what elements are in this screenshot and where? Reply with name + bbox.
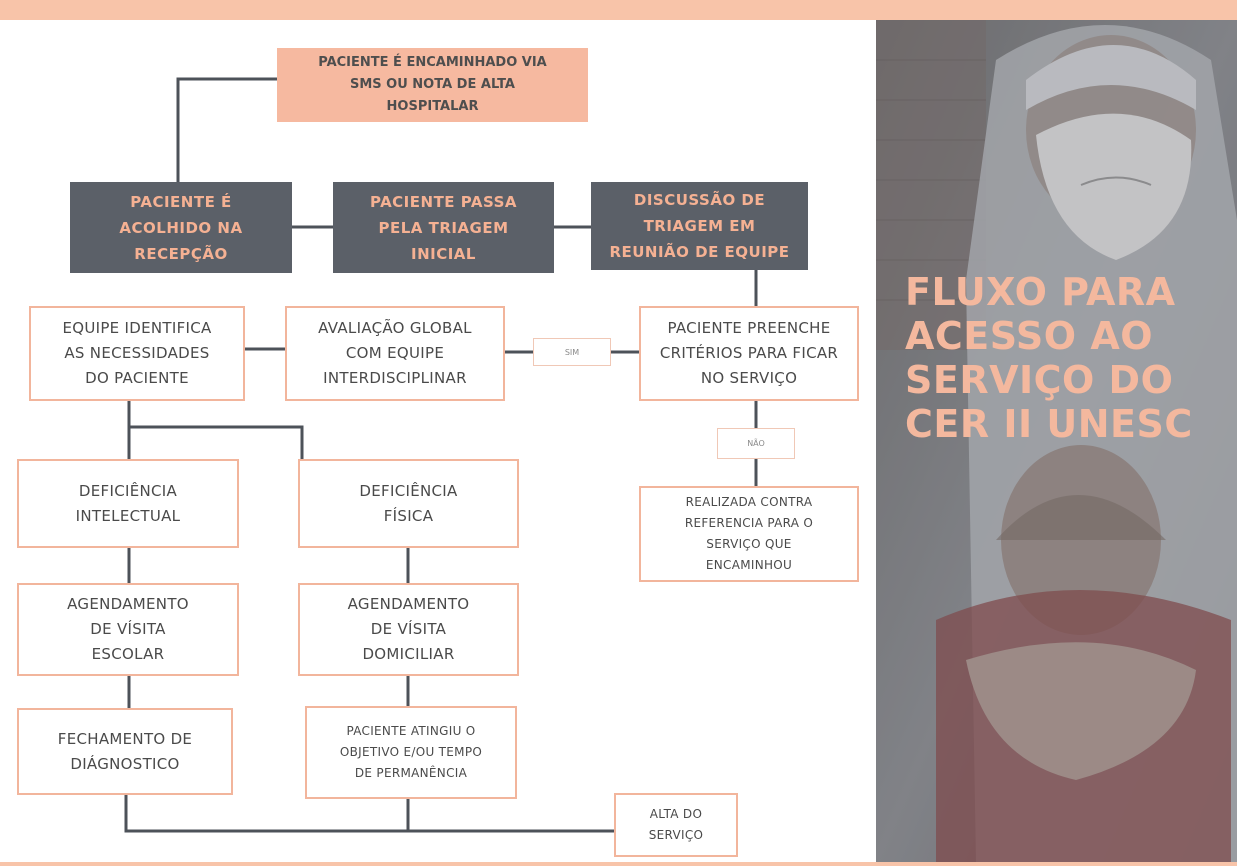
node-visita-escolar: AGENDAMENTO DE VÍSITA ESCOLAR (17, 583, 239, 676)
label-nao: NÃO (717, 428, 795, 459)
node-objetivo: PACIENTE ATINGIU O OBJETIVO E/OU TEMPO D… (305, 706, 517, 799)
node-equipe-identifica: EQUIPE IDENTIFICA AS NECESSIDADES DO PAC… (29, 306, 245, 401)
connector-fechamento-alta (124, 795, 614, 833)
connector-encaminhado-acolhido (176, 77, 277, 182)
node-acolhido: PACIENTE É ACOLHIDO NA RECEPÇÃO (70, 182, 292, 273)
node-fechamento: FECHAMENTO DE DIÁGNOSTICO (17, 708, 233, 795)
node-def-fisica: DEFICIÊNCIA FÍSICA (298, 459, 519, 548)
connector-equipe-fisica (129, 425, 304, 459)
node-def-intelectual: DEFICIÊNCIA INTELECTUAL (17, 459, 239, 548)
label-sim: SIM (533, 338, 611, 366)
bottom-accent-bar (0, 862, 1237, 866)
node-avaliacao: AVALIAÇÃO GLOBAL COM EQUIPE INTERDISCIPL… (285, 306, 505, 401)
node-visita-domiciliar: AGENDAMENTO DE VÍSITA DOMICILIAR (298, 583, 519, 676)
node-alta: ALTA DO SERVIÇO (614, 793, 738, 857)
node-discussao: DISCUSSÃO DE TRIAGEM EM REUNIÃO DE EQUIP… (591, 182, 808, 270)
photo-panel (876, 20, 1237, 862)
flow-title: FLUXO PARA ACESSO AO SERVIÇO DO CER II U… (905, 270, 1193, 446)
node-encaminhado: PACIENTE É ENCAMINHADO VIA SMS OU NOTA D… (277, 48, 588, 122)
top-accent-bar (0, 0, 1237, 20)
background-photo (876, 20, 1237, 862)
node-triagem: PACIENTE PASSA PELA TRIAGEM INICIAL (333, 182, 554, 273)
node-preenche: PACIENTE PREENCHE CRITÉRIOS PARA FICAR N… (639, 306, 859, 401)
node-contra-referencia: REALIZADA CONTRA REFERENCIA PARA O SERVI… (639, 486, 859, 582)
connector-lines (124, 77, 758, 833)
